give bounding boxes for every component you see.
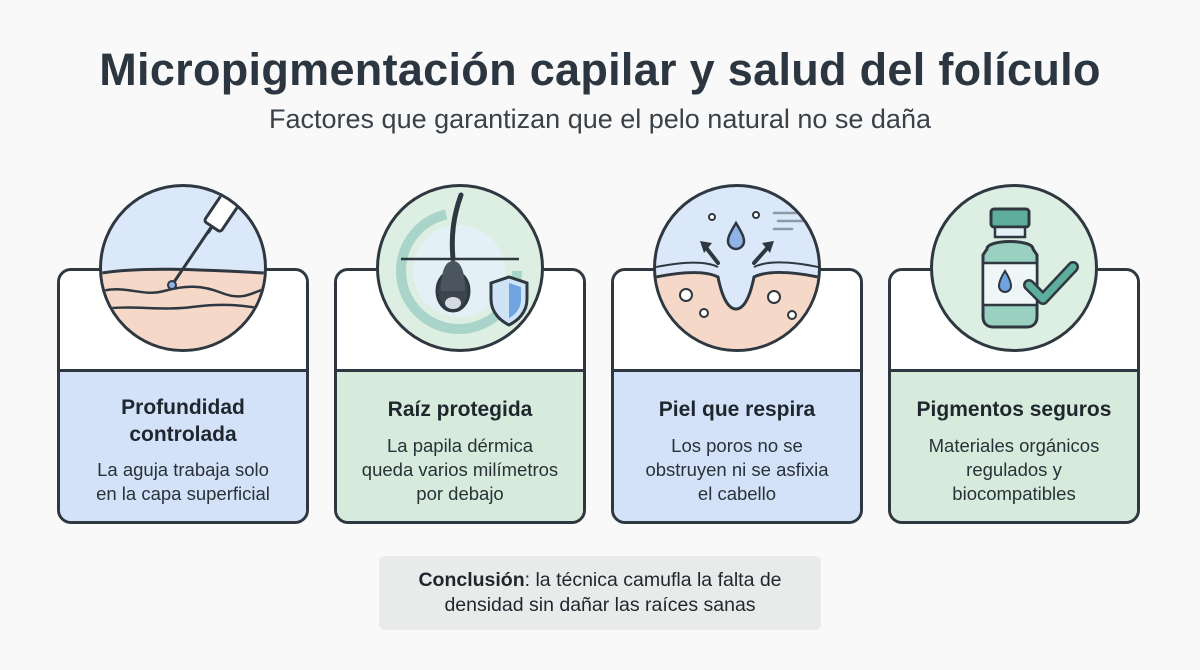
conclusion-line-2: densidad sin dañar las raíces sanas — [444, 594, 756, 616]
card-title-line: Raíz protegida — [387, 398, 533, 421]
conclusion-box: Conclusión: la técnica camufla la falta … — [379, 556, 821, 630]
card-desc-line: queda varios milímetros — [361, 459, 559, 480]
card-desc-line: regulados y — [966, 459, 1062, 480]
card-desc-line: Los poros no se — [671, 435, 803, 456]
conclusion-line-1: Conclusión: la técnica camufla la falta … — [379, 568, 821, 593]
card-desc-line: obstruyen ni se asfixia — [645, 459, 829, 480]
card-title-line: Profundidad — [121, 396, 245, 419]
card-desc-line: Materiales orgánicos — [928, 435, 1100, 456]
pigment-bottle-graphic — [981, 207, 1079, 329]
breathing-skin-graphic — [656, 211, 818, 349]
card-title-line: Pigmentos seguros — [916, 398, 1112, 421]
card-desc-line: por debajo — [416, 483, 504, 504]
card-desc-line: en la capa superficial — [96, 483, 270, 504]
card-bottom: Raíz protegida La papila dérmica queda v… — [337, 372, 583, 521]
card-safe-pigments: Pigmentos seguros Materiales orgánicos r… — [888, 268, 1140, 524]
needle-skin-icon — [99, 184, 267, 352]
card-bottom: Piel que respira Los poros no se obstruy… — [614, 372, 860, 521]
card-bottom: Pigmentos seguros Materiales orgánicos r… — [891, 372, 1137, 521]
card-desc-line: el cabello — [697, 483, 777, 504]
card-title-line: controlada — [129, 423, 237, 446]
hair-root-shield-graphic — [396, 192, 529, 334]
hair-root-shield-icon — [376, 184, 544, 352]
card-desc-line: biocompatibles — [952, 483, 1076, 504]
conclusion-label: Conclusión — [418, 569, 525, 591]
page-subtitle: Factores que garantizan que el pelo natu… — [269, 104, 931, 134]
card-title-line: Piel que respira — [658, 398, 816, 421]
card-desc-line: La aguja trabaja solo — [97, 459, 269, 480]
page-title: Micropigmentación capilar y salud del fo… — [99, 44, 1101, 95]
pigment-bottle-check-icon — [930, 184, 1098, 352]
needle-skin-graphic — [102, 188, 264, 349]
card-desc-line: La papila dérmica — [386, 435, 534, 456]
card-bottom: Profundidad controlada La aguja trabaja … — [60, 372, 306, 521]
conclusion-text: : la técnica camufla la falta de — [524, 569, 782, 591]
breathing-skin-icon — [653, 184, 821, 352]
